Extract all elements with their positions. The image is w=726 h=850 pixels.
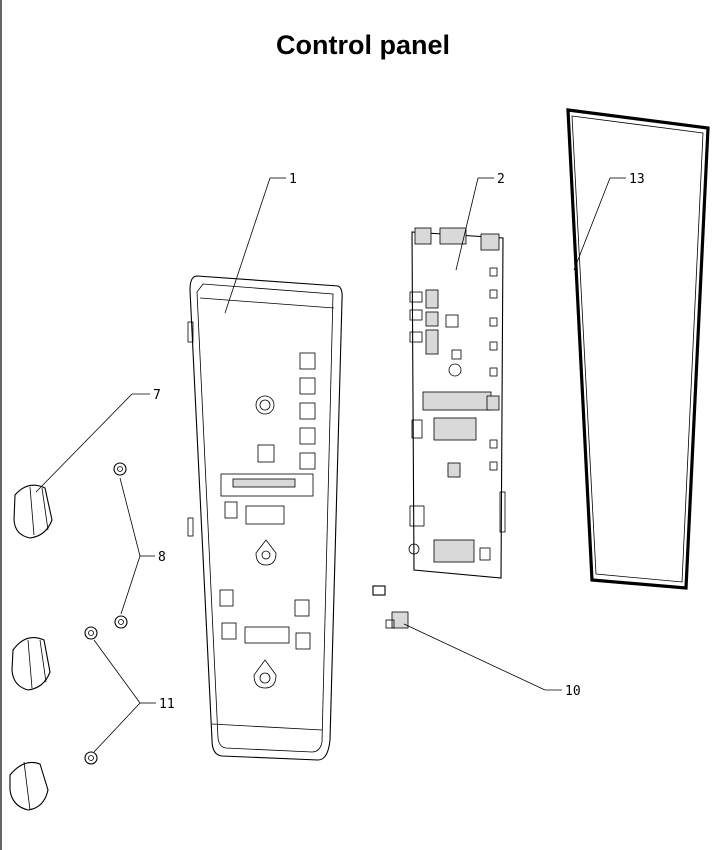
part-electronic-board xyxy=(408,227,506,579)
part-knob-bottom xyxy=(9,761,49,811)
diagram-title: Control panel xyxy=(276,30,450,60)
part-washer-11-top xyxy=(84,626,98,640)
part-control-panel-fascia xyxy=(187,275,343,761)
callout-7: 7 xyxy=(153,388,161,403)
part-washer-11-bottom xyxy=(84,751,98,765)
callout-13: 13 xyxy=(629,172,645,187)
leader-lines xyxy=(35,177,626,753)
part-encoder xyxy=(372,585,409,629)
part-knob-top xyxy=(13,484,53,539)
callout-11: 11 xyxy=(159,697,175,712)
callout-10: 10 xyxy=(565,684,581,699)
part-gasket xyxy=(566,108,710,590)
part-washer-8-bottom xyxy=(114,615,128,629)
callout-1: 1 xyxy=(289,172,297,187)
part-washer-8-top xyxy=(113,462,127,476)
callout-2: 2 xyxy=(497,172,505,187)
callout-8: 8 xyxy=(158,550,166,565)
part-knob-middle xyxy=(11,637,51,691)
